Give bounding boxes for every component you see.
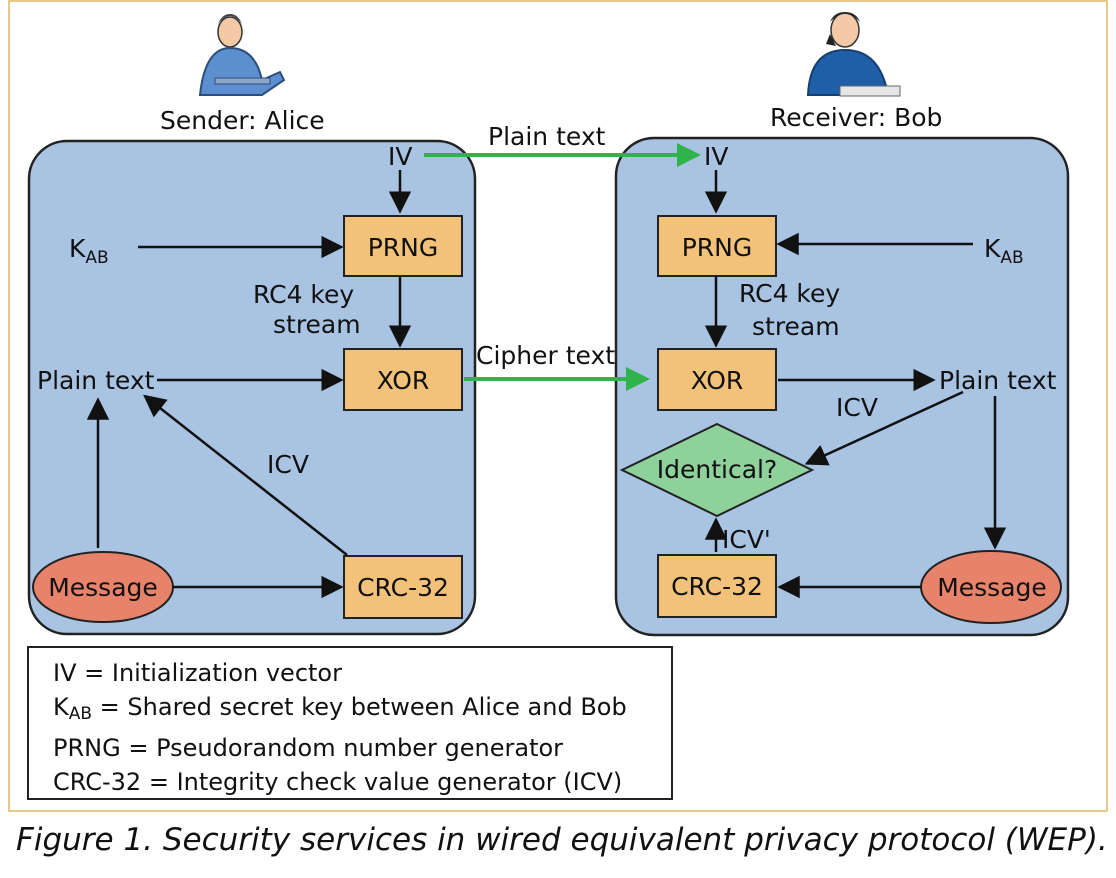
sender-plaintext-label: Plain text	[37, 366, 155, 395]
legend-key: KAB = Shared secret key between Alice an…	[53, 693, 627, 724]
sender-xor-box	[343, 348, 463, 411]
crc-icv-arrow	[143, 394, 348, 556]
plaintext-icv-to-compare-arrow	[804, 390, 964, 466]
receiver-identical-label: Identical?	[657, 455, 778, 484]
receiver-icv-prime-label: ICV'	[722, 525, 771, 554]
receiver-message-label: Message	[937, 573, 1047, 602]
figure-frame	[8, 0, 1108, 812]
receiver-crc-box	[657, 554, 777, 618]
sender-message-label: Message	[48, 573, 158, 602]
sender-crc-box	[343, 555, 463, 619]
sender-rc4-line2: stream	[273, 310, 361, 339]
sender-xor-label: XOR	[377, 366, 430, 395]
receiver-iv-label: IV	[704, 142, 728, 171]
legend-iv: IV = Initialization vector	[53, 659, 342, 687]
receiver-prng-label: PRNG	[682, 233, 753, 262]
sender-title: Sender: Alice	[160, 106, 325, 135]
sender-crc-label: CRC-32	[357, 573, 449, 602]
receiver-icv-label: ICV	[836, 393, 878, 422]
receiver-crc-label: CRC-32	[671, 572, 763, 601]
receiver-key-label: KAB	[984, 234, 1024, 268]
legend-crc: CRC-32 = Integrity check value generator…	[53, 768, 623, 796]
sender-iv-label: IV	[388, 142, 412, 171]
bob-icon	[806, 12, 901, 97]
channel-plaintext-label: Plain text	[488, 122, 606, 151]
channel-ciphertext-label: Cipher text	[476, 341, 615, 370]
alice-icon	[198, 14, 286, 96]
sender-prng-label: PRNG	[368, 233, 439, 262]
sender-key-label: KAB	[69, 234, 109, 268]
legend-prng: PRNG = Pseudorandom number generator	[53, 734, 564, 762]
identical-diamond	[619, 422, 815, 518]
receiver-title: Receiver: Bob	[770, 103, 942, 132]
legend-box: IV = Initialization vector KAB = Shared …	[27, 646, 673, 800]
sender-prng-box	[343, 215, 463, 277]
receiver-plaintext-label: Plain text	[939, 366, 1057, 395]
receiver-xor-box	[657, 348, 777, 411]
figure-caption: Figure 1. Security services in wired equ…	[16, 822, 1108, 858]
receiver-rc4-line1: RC4 key	[739, 279, 840, 308]
sender-rc4-line1: RC4 key	[253, 280, 354, 309]
receiver-prng-box	[657, 215, 777, 277]
receiver-xor-label: XOR	[691, 366, 744, 395]
sender-icv-label: ICV	[267, 450, 309, 479]
receiver-rc4-line2: stream	[752, 312, 840, 341]
